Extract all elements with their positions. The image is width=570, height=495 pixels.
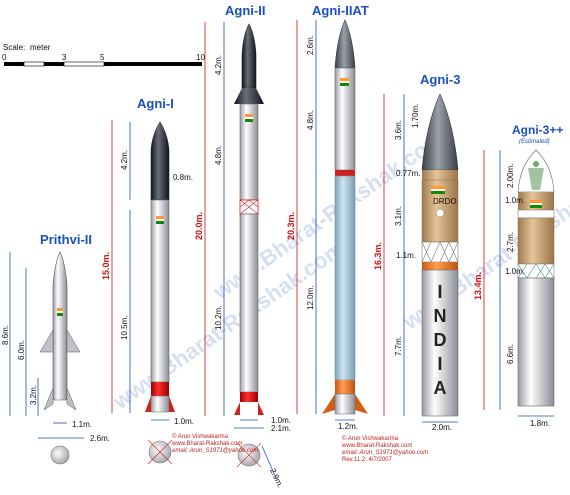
dim-prithvi-diameter: 1.1m. [72, 420, 92, 429]
scale-tick-3: 3 [62, 53, 67, 62]
scale-tick-10: 10 [196, 53, 205, 62]
dim-agni-3-collar: 0.77m. [396, 169, 420, 178]
svg-text:Rev.11.2, 4/7/2007: Rev.11.2, 4/7/2007 [342, 457, 392, 463]
missile-agni-ii: Agni-II 20.0m. 4.2m. 4.8m. 10.2m. 1.0m. … [194, 3, 291, 489]
svg-text:I: I [437, 282, 442, 302]
watermark-1: www.Bharat-Rakshak.com [108, 236, 349, 415]
dim-agni-i-upper: 4.2m. [120, 150, 129, 170]
dim-prithvi-tail: 3.2m. [29, 385, 38, 405]
dim-agni-3-nose: 3.6m. [394, 120, 403, 140]
missile-agni-iiat: Agni-IIAT 20.3m. 2.6m. 4.8m. 12.0m. 1.2m… [286, 3, 369, 431]
scale-tick-5: 5 [100, 53, 105, 62]
svg-text:D: D [434, 330, 447, 350]
scale-label: Scale: [3, 43, 25, 52]
dim-agni-3pp-first: 6.6m. [506, 344, 515, 364]
svg-text:I: I [437, 354, 442, 374]
dim-prithvi-body: 6.0m. [17, 340, 26, 360]
missile-prithvi-ii: Prithvi-II 8.6m. 6.0m. 3.2m. 1.1m. 2.6m. [1, 232, 110, 465]
dim-agni-iiat-nose: 2.6m. [306, 35, 315, 55]
dim-prithvi-span: 2.6m. [90, 434, 110, 443]
dim-agni-3pp-diameter: 1.8m. [530, 419, 550, 428]
india-lettering: I N D I A [434, 282, 447, 398]
svg-text:www.Bharat-Rakshak.com: www.Bharat-Rakshak.com [341, 443, 412, 449]
dim-agni-ii-mid: 4.8m. [214, 145, 223, 165]
svg-text:N: N [434, 306, 447, 326]
dim-agni-ii-span: 2.1m. [271, 424, 291, 433]
dim-agni-i-lower: 10.5m. [120, 316, 129, 340]
dim-agni-3-second: 3.1m. [394, 206, 403, 226]
missile-title-agni-i: Agni-I [137, 96, 174, 111]
dim-agni-3-interstage: 1.1m. [396, 251, 416, 260]
svg-text:email: Arun_S1971@yahoo.com: email: Arun_S1971@yahoo.com [172, 448, 258, 454]
scale-bar: Scale: meter 0 3 5 10 [2, 43, 205, 67]
dim-agni-ii-upper: 4.2m. [214, 55, 223, 75]
dim-agni-ii-diameter: 1.0m. [271, 416, 291, 425]
svg-text:© Arun Vishwakarma: © Arun Vishwakarma [342, 435, 399, 442]
missile-agni-3: Agni-3 DRDO I N D I A 16.3m. 3.6m. 1.70m… [373, 72, 460, 432]
missile-title-prithvi-ii: Prithvi-II [40, 232, 92, 247]
credit-right: © Arun Vishwakarma www.Bharat-Rakshak.co… [341, 435, 428, 463]
dim-agni-i-upper-dia: 0.8m. [173, 173, 193, 182]
dim-agni-3-length: 16.3m. [373, 242, 383, 270]
dim-agni-3-first: 7.7m. [394, 336, 403, 356]
scale-tick-0: 0 [2, 53, 7, 62]
missile-subtitle-agni-3pp: (Estimated) [519, 139, 550, 145]
dim-agni-3-diameter: 2.0m. [432, 423, 452, 432]
missile-title-agni-iiat: Agni-IIAT [312, 3, 369, 18]
dim-agni-3pp-second: 2.7m. [506, 232, 515, 252]
dim-agni-3pp-interstage: 1.0m. [505, 267, 525, 276]
dim-agni-i-length: 15.0m. [101, 252, 111, 280]
dim-agni-iiat-lower: 12.0m. [306, 286, 315, 310]
dim-prithvi-length: 8.6m. [1, 325, 10, 345]
dim-agni-iiat-mid: 4.8m. [306, 110, 315, 130]
drdo-badge: DRDO [433, 197, 457, 206]
scale-unit: meter [30, 43, 51, 52]
missile-title-agni-3: Agni-3 [420, 72, 460, 87]
svg-text:A: A [434, 378, 447, 398]
credit-left: © Arun Vishwakarma www.Bharat-Rakshak.co… [171, 433, 258, 454]
svg-text:www.Bharat-Rakshak.com: www.Bharat-Rakshak.com [171, 441, 242, 447]
dim-agni-3pp-length: 13.4m. [473, 272, 483, 300]
dim-agni-i-diameter: 1.0m. [174, 417, 194, 426]
dim-agni-3-nose-inner: 1.70m. [411, 104, 420, 128]
dim-agni-ii-lower: 10.2m. [214, 306, 223, 330]
dim-agni-iiat-diameter: 1.2m. [338, 422, 358, 431]
missile-agni-i: Agni-I 15.0m. 4.2m. 0.8m. 10.5m. 1.0m. [101, 96, 194, 465]
dim-agni-iiat-length: 20.3m. [286, 212, 296, 240]
missile-agni-3pp: Agni-3++ (Estimated) 13.4m. 2.00m. 1.0m.… [473, 123, 563, 428]
missile-title-agni-3pp: Agni-3++ [512, 123, 563, 137]
svg-text:© Arun Vishwakarma: © Arun Vishwakarma [172, 433, 229, 440]
dim-agni-3pp-nose: 2.00m. [506, 164, 515, 188]
dim-agni-ii-diagonal: 2.9m. [268, 467, 285, 489]
dim-agni-3pp-collar: 1.0m. [505, 196, 525, 205]
svg-text:email: Arun_S1971@yahoo.com: email: Arun_S1971@yahoo.com [342, 450, 428, 456]
missile-title-agni-ii: Agni-II [225, 3, 265, 18]
dim-agni-ii-length: 20.0m. [194, 212, 204, 240]
